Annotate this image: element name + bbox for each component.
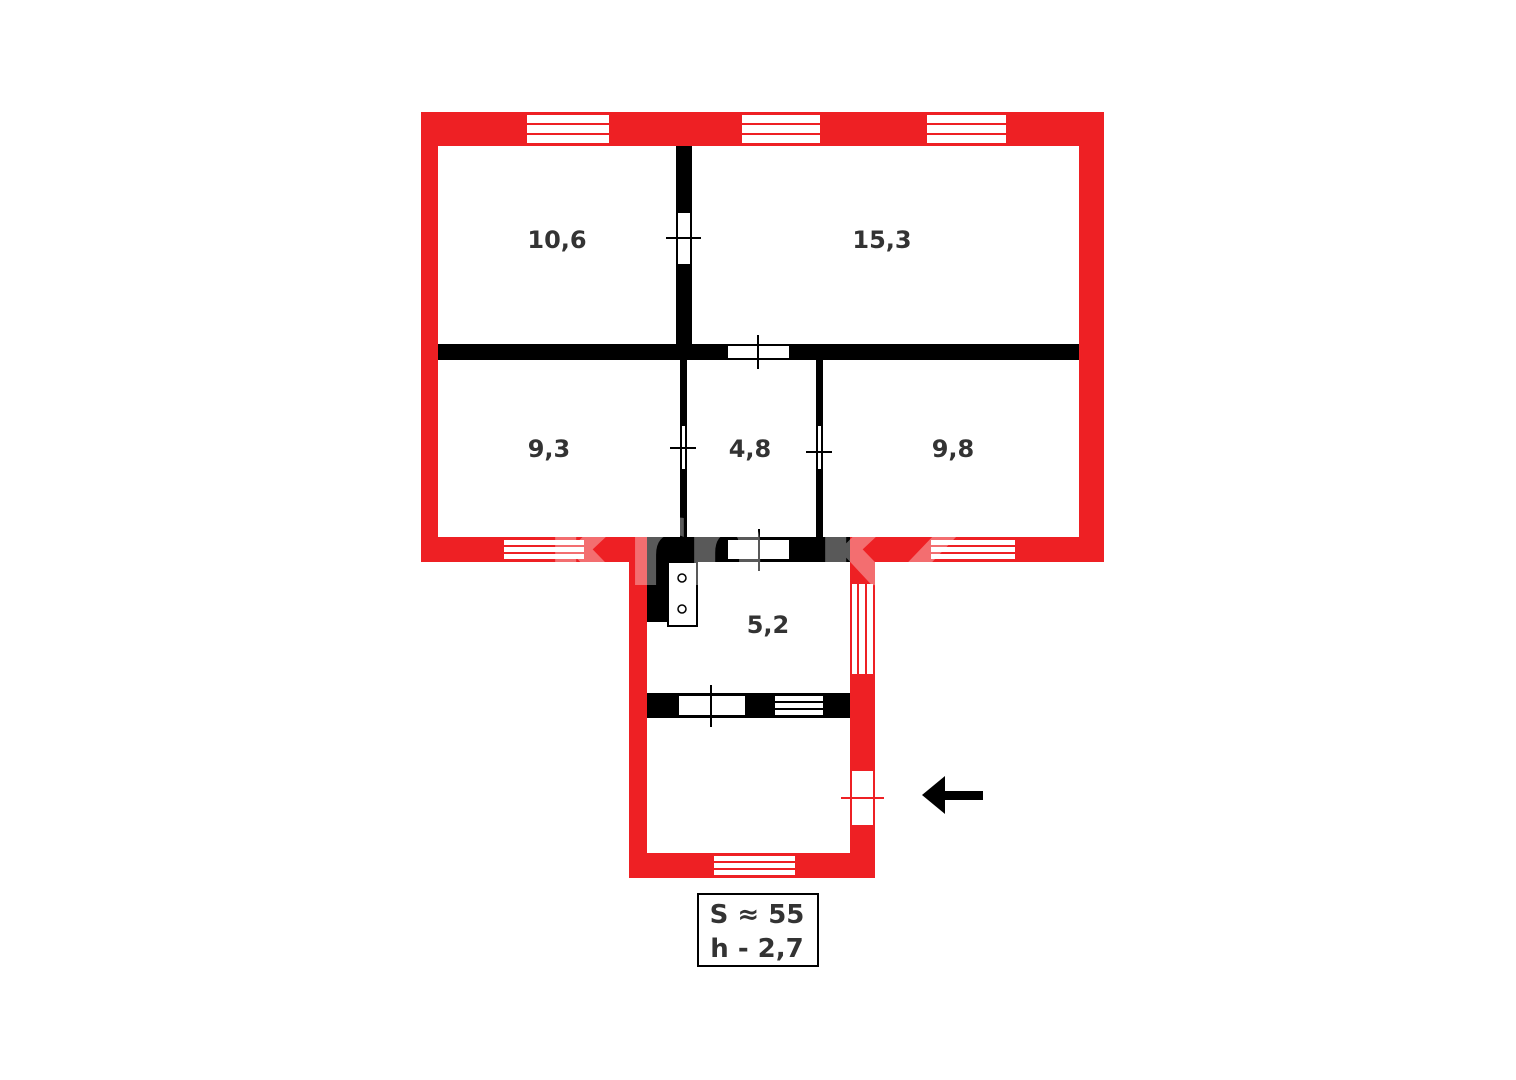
- room-area-label: 9,8: [932, 435, 975, 463]
- room-area-label: 10,6: [527, 226, 586, 254]
- window: [502, 538, 586, 561]
- ceiling-height: h - 2,7: [710, 934, 803, 964]
- room-labels: 10,6 15,3 9,3 4,8 9,8 5,2: [527, 226, 974, 639]
- room-area-label: 15,3: [852, 226, 911, 254]
- stove: [667, 561, 698, 627]
- window: [525, 113, 611, 145]
- burner-icon: [677, 573, 687, 583]
- door: [677, 685, 747, 727]
- window: [712, 854, 797, 877]
- door: [806, 424, 832, 471]
- window: [740, 113, 822, 145]
- window: [850, 582, 875, 676]
- watermark: krn.kz: [545, 475, 965, 614]
- burner-icon: [677, 604, 687, 614]
- arrow-left-icon: [922, 776, 983, 814]
- door: [726, 529, 791, 571]
- room-area-label: 4,8: [729, 435, 772, 463]
- windows: [502, 113, 1017, 877]
- total-area: S ≈ 55: [710, 900, 805, 930]
- window: [925, 113, 1008, 145]
- room-area-label: 5,2: [747, 611, 790, 639]
- entrance-door: [841, 769, 884, 827]
- door: [670, 424, 696, 471]
- window: [929, 538, 1017, 561]
- door: [666, 211, 701, 266]
- door: [726, 335, 791, 369]
- summary-box: S ≈ 55 h - 2,7: [697, 893, 819, 967]
- doors: [666, 211, 884, 827]
- room-area-label: 9,3: [528, 435, 571, 463]
- window: [773, 694, 825, 717]
